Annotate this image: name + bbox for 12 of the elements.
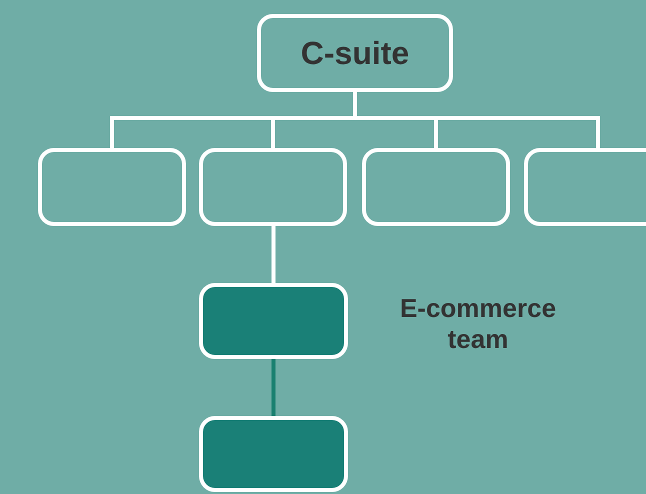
node-caption: E-commerce team <box>398 293 558 356</box>
empty-box <box>362 148 510 226</box>
connector-line <box>353 92 600 148</box>
empty-box <box>199 283 348 359</box>
connector-line <box>272 359 276 416</box>
empty-box <box>199 148 347 226</box>
connector-line <box>272 226 276 283</box>
empty-box <box>38 148 186 226</box>
empty-box <box>199 416 348 492</box>
org-box <box>257 14 453 92</box>
box-title: C-suite <box>300 34 410 72</box>
empty-box <box>524 148 646 226</box>
